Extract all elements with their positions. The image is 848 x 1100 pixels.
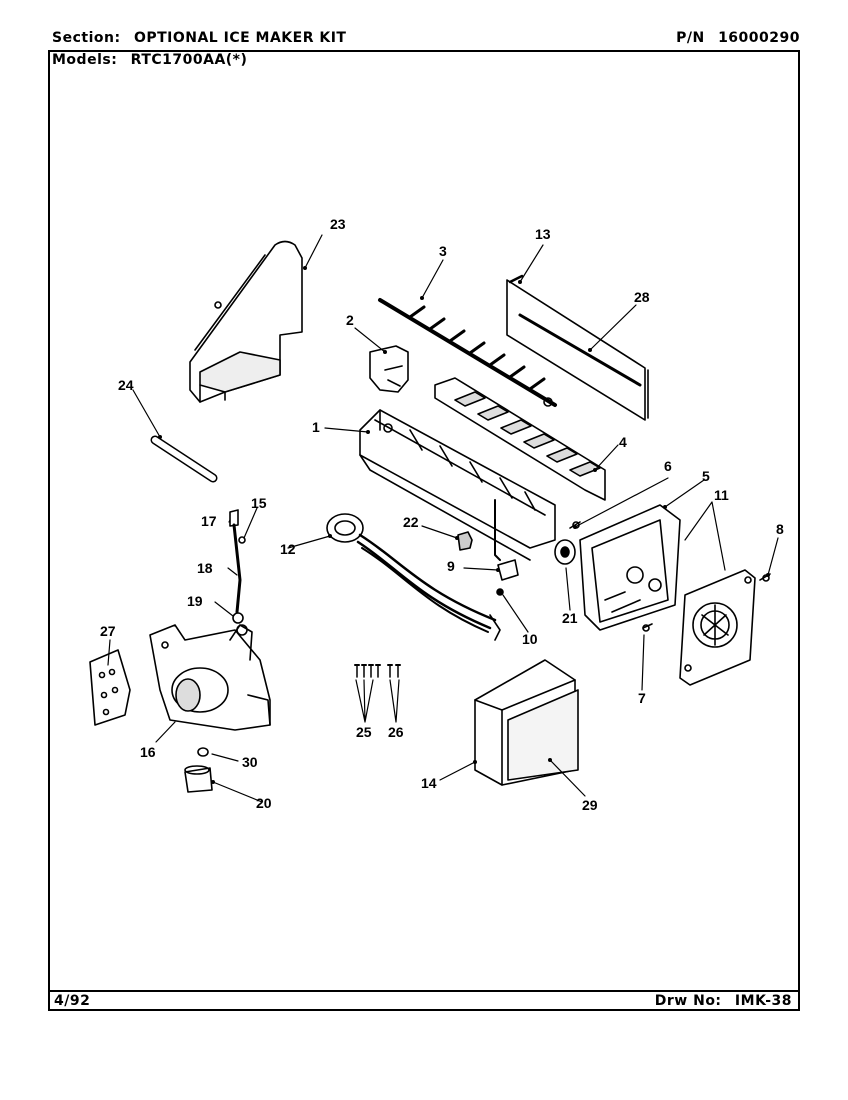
part-19-nut xyxy=(232,612,244,624)
part-11-motor-assembly xyxy=(679,569,756,686)
callout-26: 26 xyxy=(388,724,404,740)
part-20-sleeve xyxy=(184,765,213,793)
callout-5: 5 xyxy=(702,468,710,484)
callout-7: 7 xyxy=(638,690,646,706)
callout-8: 8 xyxy=(776,521,784,537)
part-5-motor-housing xyxy=(579,504,681,631)
callout-6: 6 xyxy=(664,458,672,474)
part-30-washer xyxy=(197,747,209,757)
part-22-clip xyxy=(457,531,473,551)
callout-3: 3 xyxy=(439,243,447,259)
callout-13: 13 xyxy=(535,226,551,242)
diagram-frame xyxy=(48,50,800,1011)
callout-25: 25 xyxy=(356,724,372,740)
part-13-shutoff-arm xyxy=(508,274,524,284)
callout-27: 27 xyxy=(100,623,116,639)
part-9-bracket xyxy=(497,559,519,581)
callout-17: 17 xyxy=(201,513,217,529)
callout-22: 22 xyxy=(403,514,419,530)
part-26-screws xyxy=(387,664,401,678)
callout-23: 23 xyxy=(330,216,346,232)
models-label: Models: xyxy=(52,52,118,68)
callout-1: 1 xyxy=(312,419,320,435)
part-18-fill-tube xyxy=(232,523,242,614)
callout-30: 30 xyxy=(242,754,258,770)
callout-16: 16 xyxy=(140,744,156,760)
part-4-mold-cover xyxy=(434,377,606,501)
callout-28: 28 xyxy=(634,289,650,305)
drw-label: Drw No: xyxy=(654,993,722,1009)
models-bar: Models: RTC1700AA(*) xyxy=(48,50,800,71)
callout-19: 19 xyxy=(187,593,203,609)
part-2-bracket xyxy=(369,345,409,393)
footer-date: 4/92 xyxy=(54,993,91,1009)
models-value: RTC1700AA(*) xyxy=(130,52,248,68)
section-header: Section: OPTIONAL ICE MAKER KIT xyxy=(52,30,346,46)
part-24-tube xyxy=(150,435,218,483)
part-7-screw xyxy=(642,623,653,632)
models-line: Models: RTC1700AA(*) xyxy=(52,52,247,68)
part-28-cover xyxy=(506,279,649,421)
section-title: OPTIONAL ICE MAKER KIT xyxy=(133,30,347,46)
callout-18: 18 xyxy=(197,560,213,576)
part-15-clamp xyxy=(238,536,246,544)
callout-11: 11 xyxy=(714,487,729,503)
callout-21: 21 xyxy=(562,610,578,626)
part-1-ice-mold xyxy=(359,409,556,561)
part-21-gear xyxy=(554,539,576,565)
part-25-screws xyxy=(354,664,381,678)
callout-15: 15 xyxy=(251,495,267,511)
callout-20: 20 xyxy=(256,795,272,811)
pn-value: 16000290 xyxy=(718,30,800,46)
part-29-liner xyxy=(507,689,579,781)
callout-9: 9 xyxy=(447,558,455,574)
part-3-ejector-shaft xyxy=(378,298,557,407)
part-number: P/N 16000290 xyxy=(676,30,800,46)
section-label: Section: xyxy=(52,30,121,46)
callout-12: 12 xyxy=(280,541,296,557)
part-16-water-valve xyxy=(149,624,271,731)
footer-drawing-number: Drw No: IMK-38 xyxy=(655,993,792,1009)
callout-14: 14 xyxy=(421,775,437,791)
callout-10: 10 xyxy=(522,631,538,647)
footer-bar: 4/92 Drw No: IMK-38 xyxy=(48,990,800,1011)
pn-label: P/N xyxy=(676,30,705,46)
part-27-mounting-plate xyxy=(89,649,131,726)
part-23-shelf-bracket xyxy=(189,240,303,403)
part-10-screw xyxy=(496,588,504,596)
drw-value: IMK-38 xyxy=(734,993,792,1009)
callout-24: 24 xyxy=(118,377,134,393)
callout-4: 4 xyxy=(619,434,627,450)
callout-29: 29 xyxy=(582,797,598,813)
callout-2: 2 xyxy=(346,312,354,328)
leader-arrowheads xyxy=(158,266,770,784)
part-12-wiring-harness xyxy=(326,513,501,641)
leader-lines xyxy=(107,234,779,803)
